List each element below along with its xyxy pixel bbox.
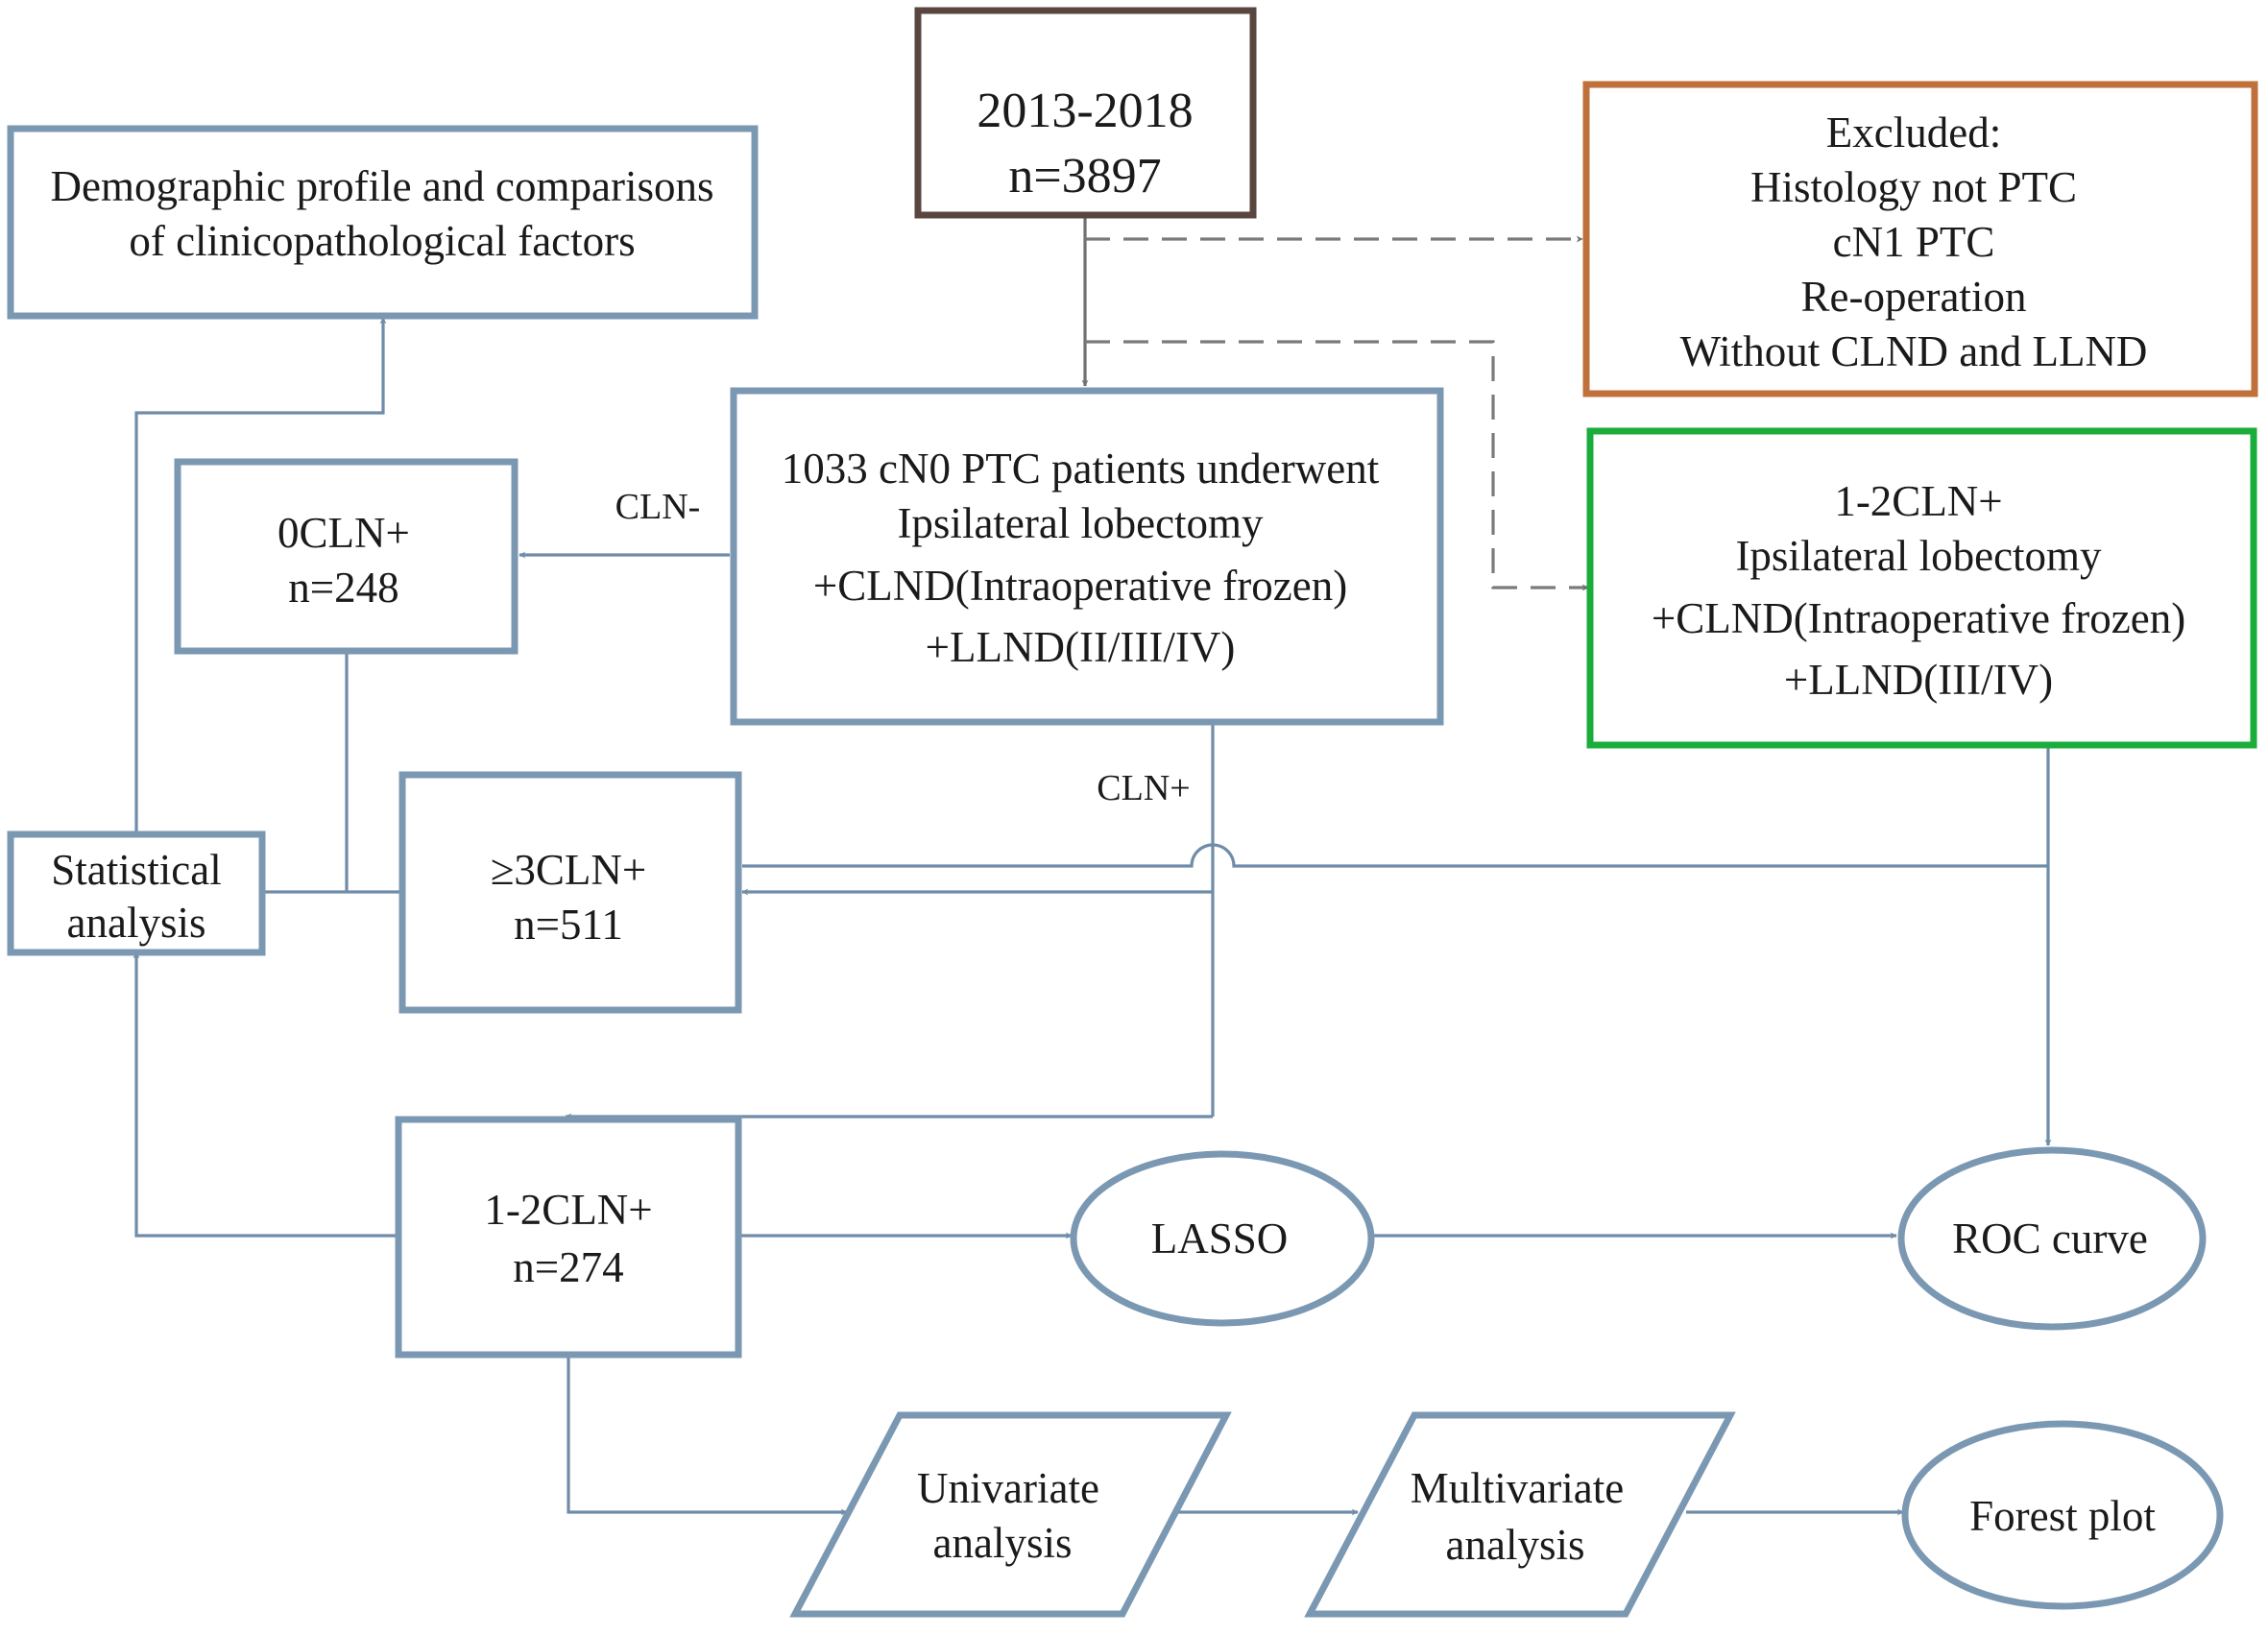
node-start-line-1: 2013-2018	[977, 84, 1193, 138]
node-demographic-line-1: Demographic profile and comparisons	[50, 162, 713, 210]
node-start-line-2: n=3897	[1008, 149, 1161, 204]
node-excluded-line-2: Histology not PTC	[1750, 163, 2077, 211]
node-12cln-line-1: 1-2CLN+	[484, 1186, 652, 1234]
node-cohort-line-1: 1033 cN0 PTC patients underwent	[782, 445, 1380, 493]
node-cohort-line-4: +LLND(II/III/IV)	[926, 623, 1236, 671]
node-statistical-analysis: Statistical analysis	[7, 830, 266, 956]
node-excluded-line-4: Re-operation	[1801, 273, 2027, 321]
node-lasso: LASSO	[1070, 1150, 1375, 1327]
node-excluded-line-1: Excluded:	[1826, 108, 2001, 156]
arrow-12cln-to-univariate	[567, 1355, 848, 1516]
node-stats-line-1: Statistical	[51, 846, 221, 894]
node-cohort-line-2: Ipsilateral lobectomy	[897, 499, 1264, 547]
node-start: 2013-2018 n=3897	[914, 7, 1257, 219]
node-forest-label: Forest plot	[1969, 1492, 2156, 1540]
node-excluded: Excluded: Histology not PTC cN1 PTC Re-o…	[1582, 81, 2258, 397]
node-univariate-line-2: analysis	[933, 1519, 1073, 1567]
node-stats-line-2: analysis	[67, 899, 206, 947]
node-validation-line-1: 1-2CLN+	[1834, 477, 2002, 525]
connectors	[133, 217, 2052, 1516]
node-3cln-line-2: n=511	[514, 901, 623, 949]
node-0cln: 0CLN+ n=248	[174, 458, 519, 655]
node-forest: Forest plot	[1901, 1420, 2224, 1610]
edge-label-cln-positive: CLN+	[1097, 768, 1190, 808]
node-univariate: Univariate analysis	[789, 1411, 1232, 1618]
node-roc: ROC curve	[1897, 1146, 2207, 1331]
node-excluded-line-5: Without CLND and LLND	[1680, 327, 2148, 375]
node-12cln-line-2: n=274	[513, 1243, 623, 1291]
node-roc-label: ROC curve	[1952, 1215, 2148, 1263]
node-multivariate-line-2: analysis	[1446, 1521, 1585, 1569]
node-3cln-line-1: ≥3CLN+	[491, 846, 647, 894]
node-0cln-line-2: n=248	[288, 564, 398, 612]
node-demographic-line-2: of clinicopathological factors	[129, 217, 635, 265]
node-excluded-line-3: cN1 PTC	[1833, 218, 1995, 266]
node-validation-line-3: +CLND(Intraoperative frozen)	[1652, 594, 2185, 642]
node-0cln-line-1: 0CLN+	[277, 509, 410, 557]
node-12cln: 1-2CLN+ n=274	[395, 1116, 742, 1359]
node-validation-line-2: Ipsilateral lobectomy	[1735, 532, 2102, 580]
node-univariate-line-1: Univariate	[917, 1464, 1099, 1512]
node-lasso-label: LASSO	[1151, 1215, 1289, 1263]
dashed-arrow-to-validation	[1085, 340, 1589, 591]
arrow-12cln-to-stats	[133, 951, 397, 1238]
edge-label-cln-negative: CLN-	[615, 487, 701, 527]
node-multivariate: Multivariate analysis	[1304, 1411, 1736, 1618]
line-validation-to-3cln	[742, 843, 2048, 868]
arrow-stats-to-demographic	[134, 317, 387, 833]
node-multivariate-line-1: Multivariate	[1411, 1464, 1624, 1512]
node-3cln: ≥3CLN+ n=511	[398, 771, 742, 1014]
node-validation: 1-2CLN+ Ipsilateral lobectomy +CLND(Intr…	[1586, 427, 2257, 749]
node-cohort: 1033 cN0 PTC patients underwent Ipsilate…	[730, 387, 1444, 726]
node-validation-line-4: +LLND(III/IV)	[1784, 656, 2053, 704]
node-demographic: Demographic profile and comparisons of c…	[7, 125, 759, 320]
node-cohort-line-3: +CLND(Intraoperative frozen)	[813, 562, 1347, 610]
